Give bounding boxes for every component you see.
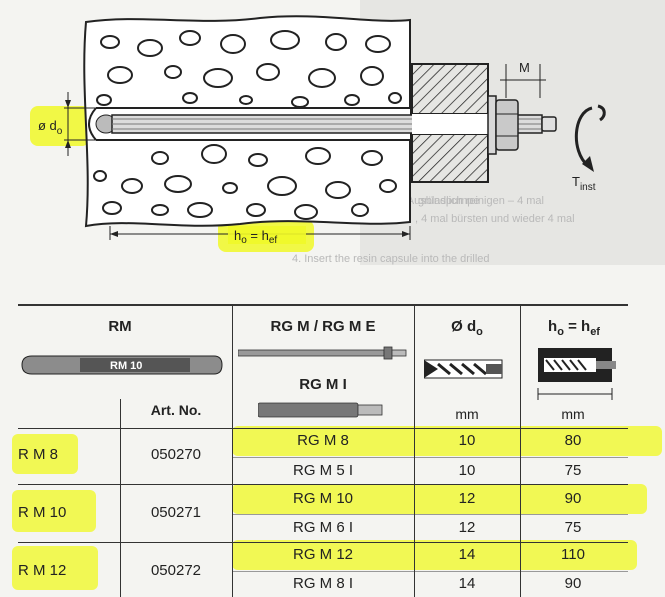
depth-cell: 75 [564,519,582,536]
art-no-cell: 050270 [150,446,202,463]
highlight-row-rgm10 [232,484,647,514]
rod-cell: RG M 8 I [292,575,353,592]
header-art-no: Art. No. [150,402,202,418]
torque-arrow-icon: Tinst [572,104,606,193]
rule-sub-2 [232,514,628,515]
internal-thread-rod-image [258,402,383,418]
rod-cell: RG M 6 I [292,519,353,536]
drill-bit-icon [424,359,503,379]
highlight-row-rgm8 [232,426,662,456]
col-divider-1 [120,399,121,597]
rod-cell: RG M 8 [297,432,349,449]
rm-cell: R M 10 [18,504,67,521]
diameter-cell: 12 [458,490,476,507]
svg-text:RM 10: RM 10 [110,360,142,372]
diameter-dimension: ø do [38,92,96,156]
drill-depth-icon [537,348,616,400]
header-depth: ho = hef [548,318,600,338]
depth-dimension: ho = hef [109,226,411,246]
depth-cell: 75 [564,462,582,479]
rule-group-1 [18,428,628,429]
table-top-rule [18,304,628,306]
header-diameter: Ø do [451,318,483,338]
header-rm: RM [108,318,132,335]
anchor-installation-diagram: gründlich reinigen – 4 mal , 4 mal bürst… [30,0,665,265]
diameter-cell: 10 [458,432,476,449]
label-m: M [519,60,530,75]
rod-cell: RG M 10 [292,490,353,507]
highlight-rm10 [12,490,96,532]
art-no-cell: 050271 [150,504,202,521]
highlight-rm12 [12,546,98,590]
depth-cell: 80 [564,432,582,449]
bg-text-4: 4. Insert the resin capsule into the dri… [292,253,490,265]
depth-cell: 110 [561,546,585,563]
rod-cell: RG M 5 I [292,462,353,479]
highlight-rm8 [12,434,78,474]
header-rgme: RG M / RG M E [270,318,376,335]
rm-cell: R M 8 [18,446,59,463]
product-table: RM RG M / RG M E RG M I Ø do ho = hef RM… [0,304,665,597]
highlight-diameter [30,106,90,146]
unit-depth: mm [561,406,585,422]
highlight-row-rgm12 [232,540,637,570]
label-diameter: ø do [38,118,63,137]
resin-capsule-image: RM 10 [21,355,223,375]
unit-diameter: mm [455,406,479,422]
bg-text-1: gründlich reinigen – 4 mal [418,195,544,207]
fixture-plate [411,63,489,183]
rule-sub-1 [232,457,628,458]
label-torque: Tinst [572,174,596,193]
diameter-cell: 14 [458,575,476,592]
washer-and-nut [487,95,557,155]
depth-cell: 90 [564,490,582,507]
rule-group-3 [18,542,628,543]
rule-sub-3 [232,571,628,572]
col-divider-3 [414,304,415,597]
diameter-cell: 10 [458,462,476,479]
rm-cell: R M 12 [18,562,67,579]
col-divider-2 [232,304,233,597]
label-depth: ho = hef [234,228,277,246]
col-divider-4 [520,304,521,597]
diameter-cell: 14 [458,546,476,563]
bg-text-2: , 4 mal bürsten und wieder 4 mal [415,213,575,225]
depth-cell: 90 [564,575,582,592]
header-rgmi: RG M I [299,376,347,393]
threaded-rod-image [238,346,407,360]
art-no-cell: 050272 [150,562,202,579]
m-dimension: M [500,60,546,98]
rod-cell: RG M 12 [292,546,353,563]
diameter-cell: 12 [458,519,476,536]
rule-group-2 [18,484,628,485]
